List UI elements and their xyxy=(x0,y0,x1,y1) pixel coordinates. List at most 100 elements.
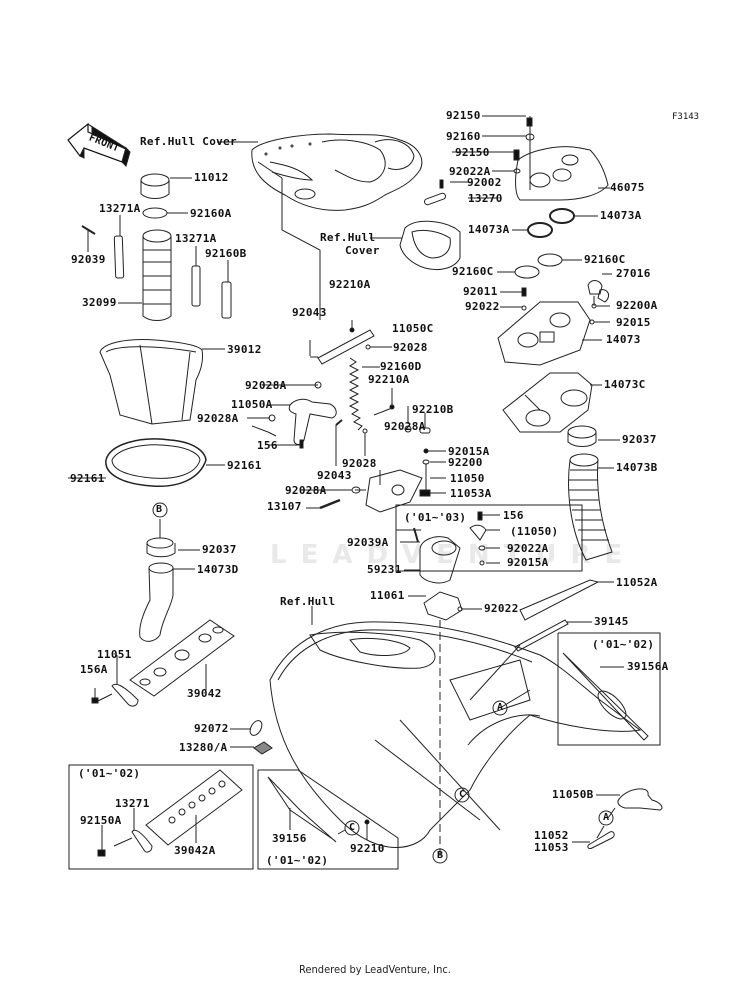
ref-hull: Ref.Hull xyxy=(280,595,336,608)
part-11012-drawing xyxy=(141,174,169,199)
part-label[interactable]: 92150 xyxy=(455,146,490,159)
part-label[interactable]: 92160 xyxy=(446,130,481,143)
part-label[interactable]: 92160D xyxy=(380,360,422,373)
part-label[interactable]: 92037 xyxy=(202,543,237,556)
part-label[interactable]: 92028 xyxy=(342,457,377,470)
part-label[interactable]: 27016 xyxy=(616,267,651,280)
part-label[interactable]: 11053 xyxy=(534,841,569,854)
figure-id: F3143 xyxy=(672,112,700,122)
part-label[interactable]: 39042A xyxy=(174,844,216,857)
callout-a-hull: A xyxy=(497,702,504,713)
part-label[interactable]: 14073 xyxy=(606,333,641,346)
part-label[interactable]: 92161 xyxy=(70,472,105,485)
front-arrow-icon xyxy=(68,124,130,166)
part-label[interactable]: 92015A xyxy=(448,445,490,458)
part-label[interactable]: 32099 xyxy=(82,296,117,309)
part-label[interactable]: 92037 xyxy=(622,433,657,446)
part-label[interactable]: 14073A xyxy=(468,223,510,236)
part-label[interactable]: 92043 xyxy=(292,306,327,319)
callout-b-bottom: B xyxy=(437,850,444,861)
part-label[interactable]: 11061 xyxy=(370,589,405,602)
part-label[interactable]: 156A xyxy=(80,663,108,676)
part-label[interactable]: 13271A xyxy=(175,232,217,245)
ref-hull-cover-mid-line1: Ref.Hull xyxy=(320,231,376,244)
callout-c-hull: C xyxy=(459,789,466,800)
part-label[interactable]: 92022 xyxy=(465,300,500,313)
footer-credit: Rendered by LeadVenture, Inc. xyxy=(299,963,451,976)
part-label[interactable]: 14073D xyxy=(197,563,239,576)
part-label[interactable]: 11012 xyxy=(194,171,229,184)
part-label[interactable]: 92161 xyxy=(227,459,262,472)
part-label[interactable]: 11052 xyxy=(534,829,569,842)
hull-cover-drawing xyxy=(252,134,422,210)
part-label[interactable]: 14073B xyxy=(616,461,658,474)
hull-drawing xyxy=(270,622,640,863)
part-label[interactable]: 92210A xyxy=(329,278,371,291)
part-label[interactable]: 92015 xyxy=(616,316,651,329)
ref-hull-cover-mid-line2: Cover xyxy=(345,244,380,257)
part-label[interactable]: 39145 xyxy=(594,615,629,628)
part-label[interactable]: 92210B xyxy=(412,403,454,416)
part-label[interactable]: 92022A xyxy=(507,542,549,555)
part-label[interactable]: 92200 xyxy=(448,456,483,469)
part-label[interactable]: (11050) xyxy=(510,525,559,538)
part-11050-drawing xyxy=(366,470,422,512)
part-label[interactable]: 59231 xyxy=(367,563,402,576)
year-note-box-bottom-center: ('01~'02) xyxy=(266,854,329,867)
part-label[interactable]: 92072 xyxy=(194,722,229,735)
part-label[interactable]: 92028A xyxy=(384,420,426,433)
part-label[interactable]: 92039A xyxy=(347,536,389,549)
part-label[interactable]: 92210 xyxy=(350,842,385,855)
part-label[interactable]: 11050A xyxy=(231,398,273,411)
part-label[interactable]: 92028A xyxy=(285,484,327,497)
part-label[interactable]: 11050B xyxy=(552,788,594,801)
callout-b-top: B xyxy=(156,504,163,515)
part-label[interactable]: 11052A xyxy=(616,576,658,589)
part-label[interactable]: 39156 xyxy=(272,832,307,845)
part-label[interactable]: 39156A xyxy=(627,660,669,673)
part-39042A-drawing xyxy=(146,770,242,845)
part-46075-drawing xyxy=(516,147,608,200)
part-label[interactable]: 13280/A xyxy=(179,741,228,754)
part-label[interactable]: 92011 xyxy=(463,285,498,298)
part-label[interactable]: 92160C xyxy=(584,253,626,266)
part-label[interactable]: 156 xyxy=(257,439,278,452)
part-label[interactable]: 39012 xyxy=(227,343,262,356)
year-note-box-right: ('01~'02) xyxy=(592,638,655,651)
part-label[interactable]: 11053A xyxy=(450,487,492,500)
callout-a-right: A xyxy=(603,812,610,823)
part-label[interactable]: 13271A xyxy=(99,202,141,215)
part-label[interactable]: 11050C xyxy=(392,322,434,335)
callout-c-box: C xyxy=(349,822,356,833)
part-label[interactable]: 92210A xyxy=(368,373,410,386)
part-label[interactable]: 92028 xyxy=(393,341,428,354)
part-label[interactable]: 92043 xyxy=(317,469,352,482)
part-label[interactable]: 92150 xyxy=(446,109,481,122)
part-label[interactable]: 13107 xyxy=(267,500,302,513)
part-label[interactable]: 92160A xyxy=(190,207,232,220)
part-label[interactable]: 14073C xyxy=(604,378,646,391)
part-label[interactable]: 92160B xyxy=(205,247,247,260)
part-label[interactable]: 46075 xyxy=(610,181,645,194)
part-label[interactable]: 92022A xyxy=(449,165,491,178)
part-label[interactable]: 39042 xyxy=(187,687,222,700)
part-label[interactable]: 92022 xyxy=(484,602,519,615)
part-label[interactable]: 92028A xyxy=(197,412,239,425)
part-39042-drawing xyxy=(130,620,234,696)
part-14073-drawing xyxy=(498,302,590,365)
part-label[interactable]: 92200A xyxy=(616,299,658,312)
part-label[interactable]: 92039 xyxy=(71,253,106,266)
part-label[interactable]: 92150A xyxy=(80,814,122,827)
part-label[interactable]: 14073A xyxy=(600,209,642,222)
part-label[interactable]: 156 xyxy=(503,509,524,522)
part-39012-drawing xyxy=(100,340,203,425)
part-label[interactable]: 92028A xyxy=(245,379,287,392)
part-label[interactable]: 11051 xyxy=(97,648,132,661)
part-label[interactable]: 13271 xyxy=(115,797,150,810)
part-label[interactable]: 92002 xyxy=(467,176,502,189)
part-92160D-drawing xyxy=(350,358,362,430)
part-label[interactable]: 13270 xyxy=(468,192,503,205)
part-label[interactable]: 92160C xyxy=(452,265,494,278)
part-label[interactable]: 92015A xyxy=(507,556,549,569)
part-label[interactable]: 11050 xyxy=(450,472,485,485)
